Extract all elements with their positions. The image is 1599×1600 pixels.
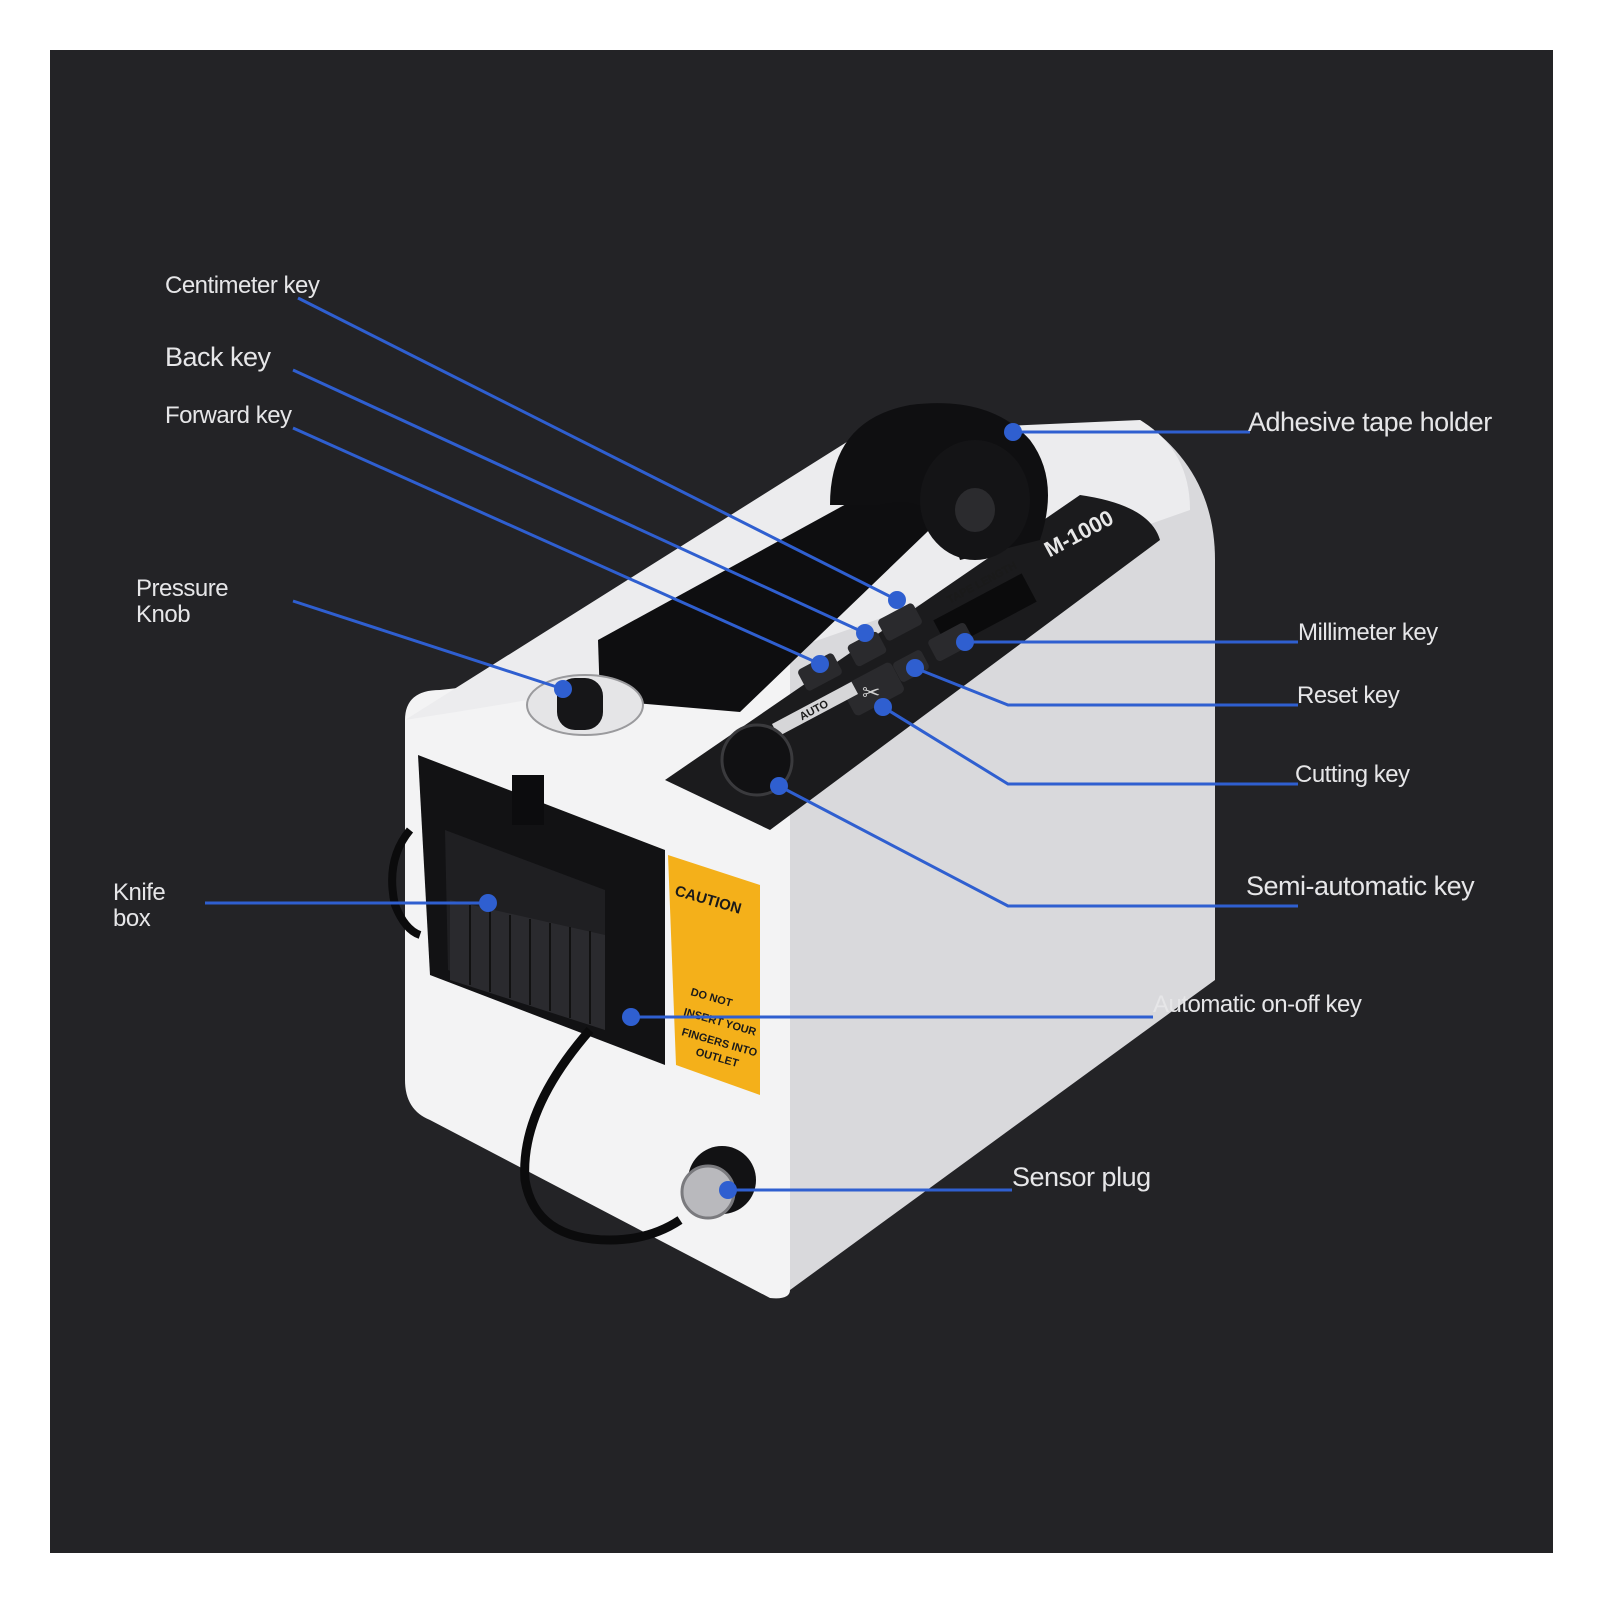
cm-button[interactable] bbox=[877, 602, 924, 642]
leader-pressure bbox=[292, 599, 564, 691]
knife-ribs bbox=[469, 905, 591, 1024]
dot-sensor-plug bbox=[719, 1181, 737, 1199]
leader-lines bbox=[205, 296, 1298, 1192]
dot-back bbox=[856, 624, 874, 642]
leader-cutting bbox=[882, 705, 1298, 786]
label-millimeter-key: Millimeter key bbox=[1298, 619, 1438, 646]
leader-semi-auto bbox=[778, 784, 1298, 908]
device-illustration: TAPE LENGTH M-1000 ✂ AUTO bbox=[205, 296, 1298, 1299]
label-centimeter-key: Centimeter key bbox=[165, 272, 320, 299]
leader-dots bbox=[479, 423, 1022, 1199]
tape-slot bbox=[598, 480, 950, 712]
mm-button[interactable] bbox=[927, 622, 975, 663]
label-sensor-plug: Sensor plug bbox=[1012, 1162, 1151, 1192]
semi-auto-button[interactable] bbox=[720, 723, 794, 797]
label-cutting-key: Cutting key bbox=[1295, 761, 1410, 788]
knife-latch bbox=[512, 775, 544, 825]
knife-guard-ribs bbox=[450, 900, 605, 1030]
label-knife-box: Knife box bbox=[113, 879, 166, 932]
back-button[interactable] bbox=[846, 630, 887, 667]
side-cable bbox=[388, 827, 422, 939]
dot-cutting bbox=[874, 698, 892, 716]
leader-back bbox=[292, 368, 866, 635]
dot-millimeter bbox=[956, 633, 974, 651]
caution-label bbox=[668, 855, 760, 1095]
dot-semi-auto bbox=[770, 777, 788, 795]
dot-centimeter bbox=[888, 591, 906, 609]
cut-button[interactable] bbox=[840, 661, 905, 717]
label-back-key: Back key bbox=[165, 342, 271, 372]
auto-strip bbox=[771, 681, 859, 737]
diagram-frame: TAPE LENGTH M-1000 ✂ AUTO bbox=[50, 50, 1553, 1553]
label-forward-key: Forward key bbox=[165, 402, 292, 429]
sensor-cable bbox=[520, 1027, 683, 1245]
leader-forward bbox=[292, 426, 821, 666]
label-adhesive-tape-holder: Adhesive tape holder bbox=[1248, 407, 1492, 437]
dot-forward bbox=[811, 655, 829, 673]
dot-tape-holder bbox=[1004, 423, 1022, 441]
dot-pressure bbox=[554, 680, 572, 698]
tape-holder-core bbox=[955, 488, 995, 532]
label-semi-automatic-key: Semi-automatic key bbox=[1246, 871, 1475, 901]
label-reset-key: Reset key bbox=[1297, 682, 1400, 709]
label-automatic-on-off-key: Automatic on-off key bbox=[1153, 991, 1362, 1018]
leader-centimeter bbox=[297, 296, 898, 602]
scissors-icon: ✂ bbox=[862, 681, 880, 706]
leader-reset bbox=[914, 666, 1298, 707]
label-pressure-knob: Pressure Knob bbox=[136, 575, 229, 628]
dot-reset bbox=[906, 659, 924, 677]
dot-auto-on-off bbox=[622, 1008, 640, 1026]
dot-knife bbox=[479, 894, 497, 912]
